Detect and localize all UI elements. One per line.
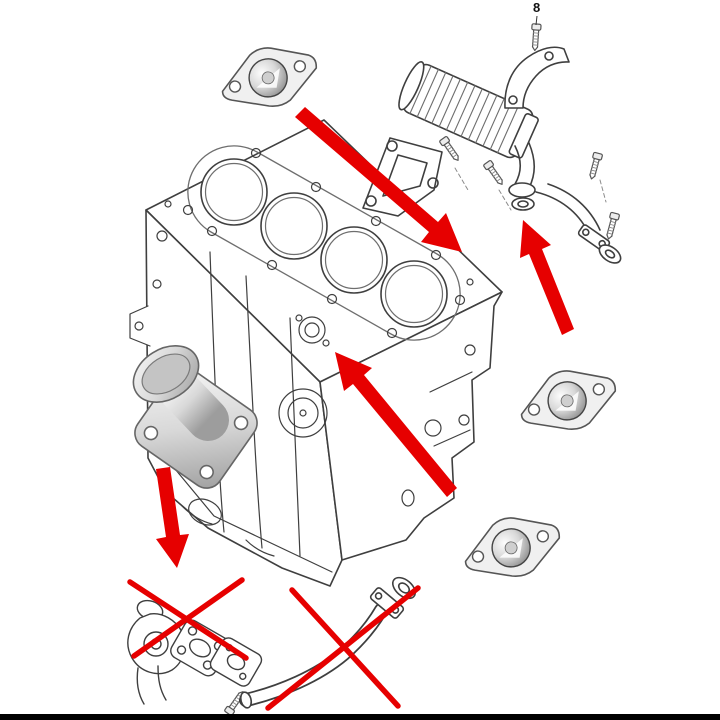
arrow-to-cooler-flange <box>520 220 574 335</box>
pipe-cross-line <box>289 587 401 709</box>
egr-pipe-upper <box>535 183 622 264</box>
valve-cross-line <box>131 577 245 659</box>
cylinder-bores <box>200 158 448 328</box>
block-right-face <box>319 291 503 561</box>
image-bottom-border <box>0 714 720 720</box>
cooler-outlet <box>514 145 522 185</box>
triangle-bracket <box>362 137 443 217</box>
red-arrows <box>156 107 574 568</box>
blockoff-plate-bottom <box>459 510 565 584</box>
cooler-bracket <box>504 46 570 109</box>
fastener-bolts <box>223 22 621 717</box>
egr-pipe-lower <box>239 576 417 709</box>
callout-8-label: 8 <box>533 0 540 15</box>
arrow-to-block-port <box>335 352 457 497</box>
head-bolt-holes <box>164 147 474 339</box>
egr-port <box>298 316 326 344</box>
engine-block <box>129 119 503 587</box>
block-right-details <box>401 344 476 507</box>
arrow-to-egr-valve <box>156 467 189 568</box>
egr-cooler <box>398 61 539 211</box>
bolt-8-icon <box>529 22 542 52</box>
adapter-flange <box>132 345 258 489</box>
blockoff-plate-top <box>216 40 322 114</box>
blockoff-plate-middle <box>515 363 621 437</box>
head-gasket-outline <box>187 145 461 341</box>
arrow-to-deck <box>295 107 462 252</box>
callout-leader-line <box>535 15 538 26</box>
cross-out-marks <box>127 577 421 711</box>
